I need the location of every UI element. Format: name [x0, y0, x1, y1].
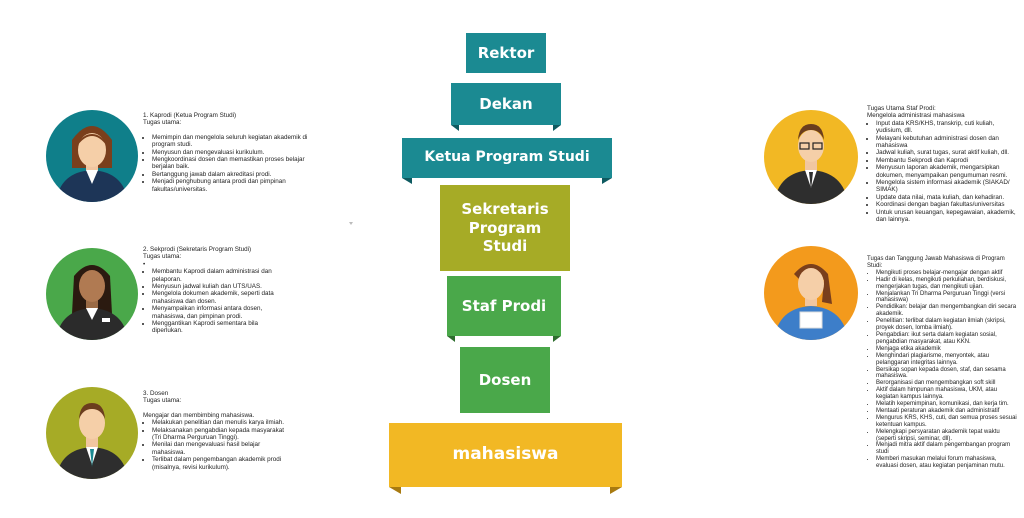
list-item: Pengabdian: ikut serta dalam kegiatan so…: [876, 332, 1017, 346]
list-item: Melayani kebutuhan administrasi dosen da…: [876, 135, 1017, 150]
kaprodi-title: 1. Kaprodi (Ketua Program Studi): [143, 112, 237, 119]
list-item: Membantu Kaprodi dalam administrasi dan …: [152, 268, 283, 283]
list-item: Memberi masukan melalui forum mahasiswa,…: [876, 456, 1017, 470]
org-level-label: Sekretaris Program Studi: [461, 199, 549, 256]
list-item: Melengkapi persyaratan akademik tepat wa…: [876, 429, 1017, 443]
list-item: Bersikap sopan kepada dosen, staf, dan s…: [876, 367, 1017, 381]
org-level-label: Dekan: [479, 94, 533, 113]
dosen-title: 3. Dosen: [143, 390, 169, 397]
marker-icon: [349, 222, 353, 225]
list-item: Mengikuti proses belajar-mengajar dengan…: [876, 270, 1017, 277]
list-item: Menghindari plagiarisme, menyontek, atau…: [876, 353, 1017, 367]
org-level-kaprodi: Ketua Program Studi: [402, 138, 612, 178]
man-avatar-icon: [56, 403, 128, 479]
kaprodi-subtitle: Tugas utama:: [143, 119, 182, 127]
sekprodi-title: 2. Sekprodi (Sekretaris Program Studi): [143, 246, 252, 253]
list-item: Menyampaikan informasi antara dosen, mah…: [152, 305, 283, 320]
org-level-label: Staf Prodi: [461, 296, 547, 315]
list-item: Bertanggung jawab dalam akreditasi prodi…: [152, 171, 313, 178]
list-item: •: [143, 260, 146, 268]
staf-title: Tugas Utama Staf Prodi:: [867, 105, 936, 112]
list-item: Pendidikan: belajar dan mengembangkan di…: [876, 304, 1017, 318]
dosen-intro: Mengajar dan membimbing mahasiswa.: [143, 411, 255, 419]
list-item: Menyusun dan mengevaluasi kurikulum.: [152, 149, 313, 156]
man-glasses-avatar-icon: [774, 124, 848, 204]
dosen-avatar: [46, 387, 138, 479]
list-item: Jadwal kuliah, surat tugas, surat aktif …: [876, 149, 1017, 156]
woman-avatar-icon: [56, 265, 128, 340]
list-item: Mengkoordinasi dosen dan memastikan pros…: [152, 156, 313, 171]
list-item: Melaksanakan pengabdian kepada masyaraka…: [152, 427, 293, 442]
list-item: Berorganisasi dan mengembangkan soft ski…: [876, 380, 1017, 387]
list-item: Menjaga etika akademik: [876, 346, 1017, 353]
list-item: Penelitian: terlibat dalam kegiatan ilmi…: [876, 318, 1017, 332]
kaprodi-avatar: [46, 110, 138, 202]
sekprodi-avatar: [46, 248, 138, 340]
list-item: Melakukan penelitian dan menulis karya i…: [152, 419, 293, 426]
list-item: Menjadi mitra aktif dalam pengembangan p…: [876, 442, 1017, 456]
list-item: Menyusun jadwal kuliah dan UTS/UAS.: [152, 283, 283, 290]
list-item: Terlibat dalam pengembangan akademik pro…: [152, 456, 293, 471]
list-item: Membantu Sekprodi dan Kaprodi: [876, 157, 1017, 164]
list-item: Mengelola dokumen akademik, seperti data…: [152, 290, 283, 305]
list-item: Memimpin dan mengelola seluruh kegiatan …: [152, 134, 313, 149]
dosen-description: 3. Dosen Tugas utama: Mengajar dan membi…: [143, 390, 293, 471]
list-item: Update data nilai, mata kuliah, dan keha…: [876, 194, 1017, 201]
list-item: Aktif dalam himpunan mahasiswa, UKM, ata…: [876, 387, 1017, 401]
student-avatar-icon: [774, 264, 848, 340]
list-item: Menggantikan Kaprodi sementara bila dipe…: [152, 320, 283, 335]
org-level-sekprodi: Sekretaris Program Studi: [440, 185, 570, 271]
org-level-label: Ketua Program Studi: [424, 149, 590, 166]
staf-avatar: [764, 110, 858, 204]
mahasiswa-avatar: [764, 246, 858, 340]
list-item: Mengurus KRS, KHS, cuti, dan semua prose…: [876, 415, 1017, 429]
staf-subtitle: Mengelola administrasi mahasiswa: [867, 112, 965, 120]
org-level-staf: Staf Prodi: [447, 276, 561, 336]
list-item: Menjalankan Tri Dharma Perguruan Tinggi …: [876, 291, 1017, 305]
list-item: Menyusun laporan akademik, mengarsipkan …: [876, 164, 1017, 179]
org-level-label: mahasiswa: [452, 444, 559, 465]
list-item: Menjadi penghubung antara prodi dan pimp…: [152, 178, 313, 193]
sekprodi-description: 2. Sekprodi (Sekretaris Program Studi) T…: [143, 246, 283, 335]
list-item: Hadir di kelas, mengikuti perkuliahan, b…: [876, 277, 1017, 291]
list-item: Mentaati peraturan akademik dan administ…: [876, 408, 1017, 415]
org-level-rektor: Rektor: [466, 33, 546, 73]
list-item: Melatih kepemimpinan, komunikasi, dan ke…: [876, 401, 1017, 408]
dosen-subtitle: Tugas utama:: [143, 397, 182, 405]
woman-avatar-icon: [56, 126, 128, 202]
mahasiswa-title: Tugas dan Tanggung Jawab Mahasiswa di Pr…: [867, 256, 1005, 269]
list-item: Koordinasi dengan bagian fakultas/univer…: [876, 201, 1017, 208]
kaprodi-description: 1. Kaprodi (Ketua Program Studi) Tugas u…: [143, 112, 313, 193]
org-level-dekan: Dekan: [451, 83, 561, 125]
staf-description: Tugas Utama Staf Prodi: Mengelola admini…: [867, 105, 1017, 224]
org-level-label: Dosen: [478, 370, 532, 389]
org-level-mahasiswa: mahasiswa: [389, 423, 622, 487]
list-item: Menilai dan mengevaluasi hasil belajar m…: [152, 441, 293, 456]
mahasiswa-description: Tugas dan Tanggung Jawab Mahasiswa di Pr…: [867, 256, 1017, 470]
org-level-label: Rektor: [477, 43, 535, 62]
list-item: Mengelola sistem informasi akademik (SIA…: [876, 179, 1017, 194]
sekprodi-subtitle: Tugas utama:: [143, 253, 182, 261]
org-level-dosen: Dosen: [460, 347, 550, 413]
list-item: Untuk urusan keuangan, kepegawaian, akad…: [876, 209, 1017, 224]
list-item: Input data KRS/KHS, transkrip, cuti kuli…: [876, 120, 1017, 135]
